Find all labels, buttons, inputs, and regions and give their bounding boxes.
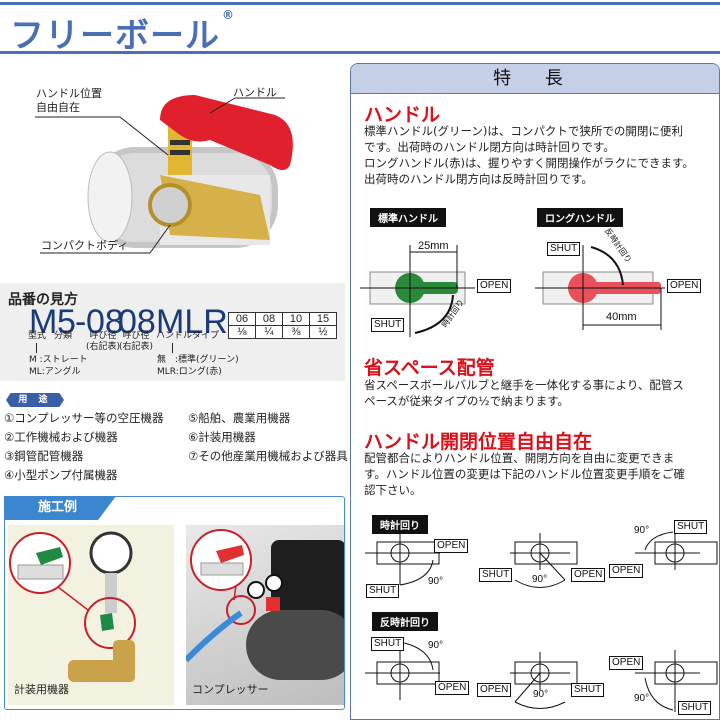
clockwise-diagrams-icon	[365, 530, 718, 588]
ccw3-angle: 90°	[634, 693, 650, 704]
ccw2-angle: 90°	[533, 689, 549, 700]
pn-handle-leader	[172, 343, 173, 353]
caption-compressor: コンプレッサー	[192, 683, 269, 696]
cw1-open: OPEN	[434, 539, 469, 553]
use-item: ①コンプレッサー等の空圧機器	[4, 411, 164, 425]
standard-open-label: OPEN	[477, 279, 512, 293]
pn-hyphen: -	[75, 303, 87, 341]
handle-title: ハンドル	[364, 104, 441, 126]
ccw1-angle: 90°	[428, 640, 444, 651]
pn-handle-type: MLR	[156, 303, 228, 341]
cw3-shut: SHUT	[674, 520, 708, 534]
red-handle-icon	[160, 95, 293, 170]
clockwise-label: 時計回り	[372, 515, 428, 534]
counterclockwise-diagrams-icon	[365, 640, 718, 712]
header-rule-bottom	[0, 51, 720, 54]
compressor-photo	[183, 525, 356, 705]
examples-tag: 施工例	[4, 496, 116, 520]
pn-sub-size1: 呼び径(右記表)	[86, 331, 121, 352]
pn-size-2: 08	[118, 303, 156, 341]
size-code: 15	[309, 312, 337, 326]
uses-tag: 用 途	[6, 393, 64, 407]
ccw2-open: OPEN	[477, 683, 512, 697]
size-inch: ⅛	[228, 325, 256, 339]
handle-position-label: ハンドル位置 自由自在	[36, 87, 102, 114]
header-rule-top	[0, 2, 720, 5]
use-item: ⑥計装用機器	[188, 430, 256, 444]
cw3-angle: 90°	[634, 525, 650, 536]
pn-size-1: 08	[86, 303, 124, 341]
position-title: ハンドル開閉位置自由自在	[364, 431, 593, 453]
size-inch: ⅜	[282, 325, 310, 339]
ccw2-shut: SHUT	[571, 683, 605, 697]
counterclockwise-label: 反時計回り	[372, 612, 438, 631]
instrument-photo	[8, 525, 174, 705]
size-code: 10	[282, 312, 310, 326]
long-open-label: OPEN	[667, 279, 702, 293]
compact-body-label: コンパクトボディ	[41, 239, 129, 252]
size-inch: ¼	[255, 325, 283, 339]
cw3-open: OPEN	[609, 564, 644, 578]
cw2-shut: SHUT	[479, 568, 513, 582]
features-panel	[350, 63, 720, 720]
ccw1-shut: SHUT	[371, 637, 405, 651]
position-description: 配管都合によりハンドル位置、開閉方向を自由に変更できま す。ハンドル位置の変更は…	[364, 451, 685, 497]
valve-body-icon	[87, 105, 278, 248]
pn-sub-class: 分類	[54, 331, 73, 341]
size-code: 06	[228, 312, 256, 326]
ccw3-shut: SHUT	[678, 701, 712, 715]
cw1-shut: SHUT	[366, 584, 400, 598]
handle-label: ハンドル	[233, 86, 277, 99]
long-shut-label: SHUT	[547, 242, 581, 256]
use-item: ②工作機械および機器	[4, 430, 118, 444]
size-inch: ½	[309, 325, 337, 339]
cw2-angle: 90°	[532, 574, 548, 585]
space-description: 省スペースボールバルブと継手を一体化する事により、配管ス ペースが従来タイプの½…	[364, 378, 684, 408]
ccw1-open: OPEN	[435, 681, 470, 695]
page-title: フリーボール®	[10, 8, 235, 56]
handle-description: 標準ハンドル(グリーン)は、コンパクトで狭所での開閉に便利 です。出荷時のハンド…	[364, 124, 694, 186]
pn-type-notes: M :ストレート ML:アングル	[29, 355, 88, 377]
pn-sub-handle: ハンドルタイプ	[156, 331, 220, 341]
use-item: ⑦その他産業用機械および器具	[188, 449, 348, 463]
standard-handle-diagram-icon	[360, 245, 475, 337]
ccw3-open: OPEN	[609, 656, 644, 670]
standard-shut-label: SHUT	[371, 318, 405, 332]
long-dim: 40mm	[606, 311, 637, 323]
pn-sub-type: 型式	[28, 331, 47, 341]
caption-instrument: 計装用機器	[14, 683, 69, 696]
size-table: 06 08 10 15 ⅛ ¼ ⅜ ½	[228, 312, 337, 339]
handle-dimension-diagrams	[360, 245, 665, 337]
space-title: 省スペース配管	[364, 357, 495, 379]
standard-dim: 25mm	[418, 240, 449, 252]
pn-class: 5	[57, 303, 76, 341]
pn-sub-size2: 呼び径(右記表)	[119, 331, 154, 352]
cw1-angle: 90°	[428, 576, 444, 587]
pn-handle-notes: 無 :標準(グリーン) MLR:ロング(赤)	[157, 355, 239, 377]
pn-type-leader	[36, 343, 37, 353]
use-item: ④小型ポンプ付属機器	[4, 468, 118, 482]
long-handle-diagram-icon	[535, 245, 665, 330]
features-heading: 特 長	[351, 64, 719, 94]
cw2-open: OPEN	[571, 568, 606, 582]
size-code: 08	[255, 312, 283, 326]
part-number-heading: 品番の見方	[8, 292, 78, 308]
ball-valve-cutaway-illustration: ハンドル位置 自由自在 ハンドル コンパクトボディ	[0, 65, 345, 275]
use-item: ⑤船舶、農業用機器	[188, 411, 291, 425]
long-handle-label: ロングハンドル	[537, 208, 623, 227]
examples-frame	[4, 496, 345, 710]
standard-handle-label: 標準ハンドル	[370, 208, 446, 227]
pn-type: M	[29, 303, 58, 341]
use-item: ③鋼管配管機器	[4, 449, 84, 463]
